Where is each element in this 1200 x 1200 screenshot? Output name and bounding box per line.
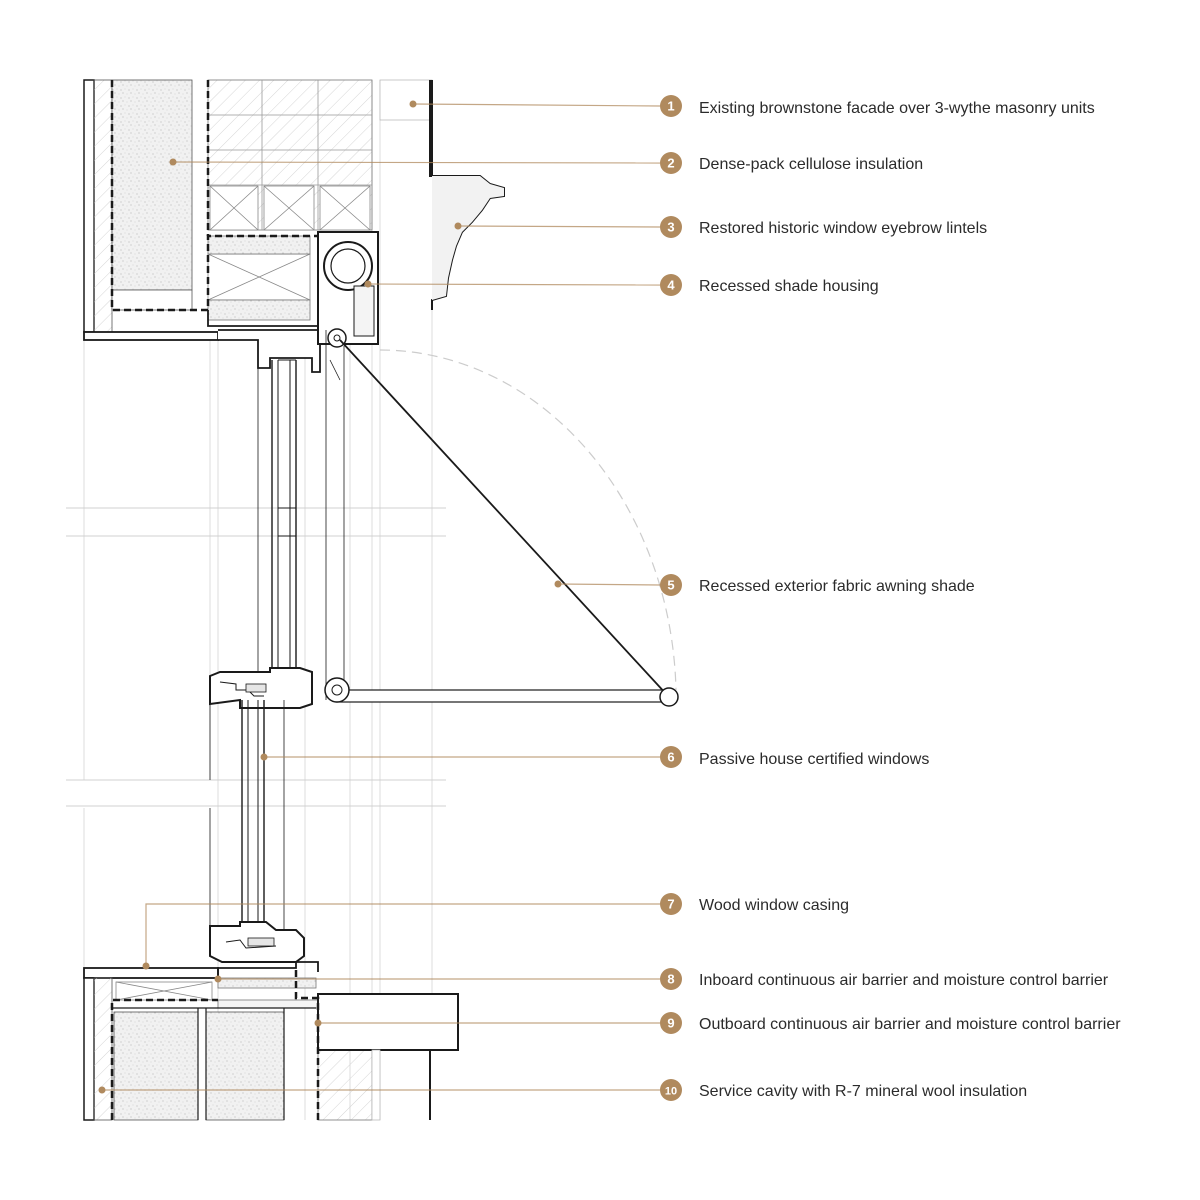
callout-4: 4 Recessed shade housing [660,274,879,296]
callout-label: Recessed shade housing [699,278,879,295]
callout-leaders [98,100,661,1094]
callout-5: 5 Recessed exterior fabric awning shade [660,574,975,596]
callout-number: 1 [667,99,674,114]
leader-line-1 [412,103,661,107]
callout-8: 8 Inboard continuous air barrier and mois… [660,968,1109,990]
callout-list: 1 Existing brownstone facade over 3-wythe… [660,95,1121,1101]
leader-line-3 [457,225,661,228]
callout-number: 2 [667,156,674,171]
leader-line-5 [557,583,661,586]
callout-badge [660,746,682,768]
callout-badge [660,1079,682,1101]
leader-dot-1 [409,100,417,108]
callout-6: 6 Passive house certified windows [660,746,929,768]
callout-label: Passive house certified windows [699,751,929,768]
leader-dot-3 [454,222,462,230]
leader-dot-7 [142,962,150,970]
leader-dot-4 [364,280,372,288]
callout-number: 4 [667,278,675,293]
callout-number: 6 [667,750,674,765]
mid-window-frame [209,667,313,960]
callout-badge [660,574,682,596]
leader-dot-5 [554,580,562,588]
callout-2: 2 Dense-pack cellulose insulation [660,152,923,174]
callout-9: 9 Outboard continuous air barrier and moi… [660,1012,1121,1034]
callout-badge [660,968,682,990]
leader-line-4 [367,283,661,286]
callout-number: 7 [667,897,674,912]
callout-badge [660,152,682,174]
bottom-wall [83,961,459,1121]
callout-label: Restored historic window eyebrow lintels [699,220,987,237]
leader-line-7 [145,903,660,966]
callout-label: Service cavity with R-7 mineral wool ins… [699,1083,1027,1100]
shade-housing [317,231,379,700]
callout-number: 3 [667,220,674,235]
callout-number: 5 [667,578,674,593]
callout-badge [660,216,682,238]
lower-window-frame [209,921,305,963]
callout-label: Wood window casing [699,897,849,914]
callout-badge [660,893,682,915]
leader-dot-6 [260,753,268,761]
wall-section-drawing [66,79,679,1121]
leader-dot-2 [169,158,177,166]
leader-line-2 [172,161,661,164]
callout-number: 10 [665,1086,677,1098]
callout-number: 8 [667,972,674,987]
top-wall [83,79,505,373]
upper-window [257,359,297,780]
leader-dot-9 [314,1019,322,1027]
callout-label: Inboard continuous air barrier and moist… [699,972,1109,989]
callout-badge [660,274,682,296]
callout-badge [660,95,682,117]
callout-label: Outboard continuous air barrier and mois… [699,1016,1121,1033]
leader-dot-8 [214,975,222,983]
callout-1: 1 Existing brownstone facade over 3-wythe… [660,95,1095,117]
callout-3: 3 Restored historic window eyebrow lintel… [660,216,987,238]
callout-number: 9 [667,1016,674,1031]
callout-7: 7 Wood window casing [660,893,849,915]
floor-bands [66,507,446,807]
callout-label: Dense-pack cellulose insulation [699,156,923,173]
callout-badge [660,1012,682,1034]
callout-label: Recessed exterior fabric awning shade [699,578,975,595]
leader-dot-10 [98,1086,106,1094]
awning-shade [324,339,679,707]
callout-10: 10 Service cavity with R-7 mineral wool i… [660,1079,1027,1101]
callout-label: Existing brownstone facade over 3-wythe … [699,100,1095,117]
